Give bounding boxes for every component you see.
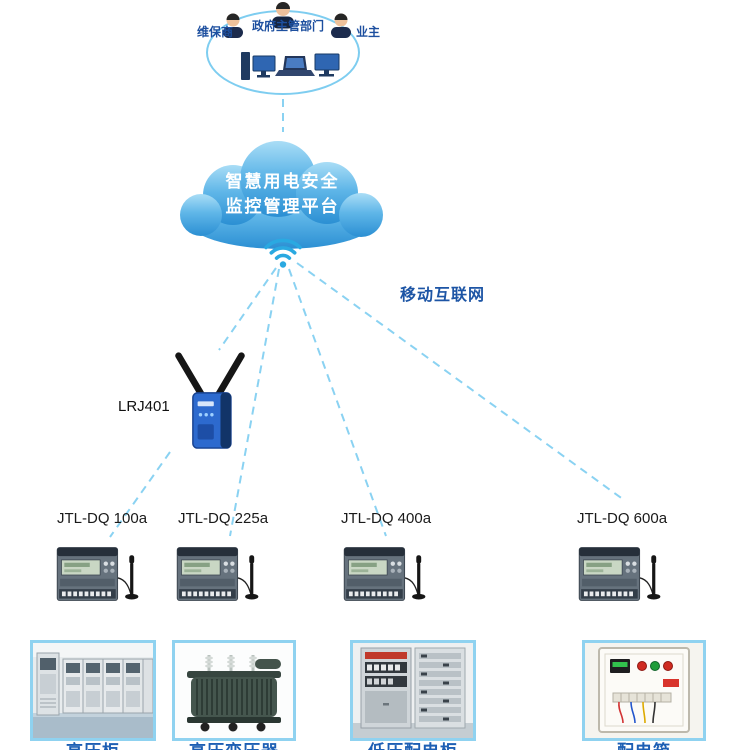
photo-lv-distribution-cabinet: [350, 640, 476, 741]
equipment-label-hv-transformer: 高压变压器: [168, 737, 300, 750]
hv-cabinet-illustration: [33, 643, 153, 738]
cloud-platform: 智慧用电安全 监控管理平台: [175, 133, 390, 253]
router-icon: [165, 350, 255, 450]
lv-distribution-cabinet-illustration: [353, 643, 473, 738]
cloud-shape: [180, 141, 383, 249]
meter-label-400a: JTL-DQ 400a: [341, 510, 432, 527]
hv-transformer-illustration: [175, 643, 293, 738]
link-cloud-router: [218, 267, 277, 351]
stakeholder-label-owner: 业主: [355, 25, 380, 39]
wifi-icon: [264, 238, 302, 268]
stakeholder-label-maintenance: 维保商: [196, 25, 233, 39]
meter-label-600a: JTL-DQ 600a: [577, 510, 668, 527]
stakeholder-icons: [223, 2, 351, 80]
link-cloud-meter2: [229, 268, 280, 537]
laptop-icon: [275, 56, 315, 76]
equipment-label-hv-cabinet: 高压柜: [30, 737, 156, 750]
meter-label-100a: JTL-DQ 100a: [57, 510, 148, 527]
link-cloud-meter4: [296, 262, 625, 501]
stakeholder-label-government: 政府主管部门: [251, 19, 324, 33]
distribution-box-illustration: [585, 643, 703, 738]
photo-hv-cabinet: [30, 640, 156, 741]
meter-icon-400a: [342, 542, 437, 608]
meter-label-225a: JTL-DQ 225a: [178, 510, 269, 527]
person-government-icon: [272, 2, 294, 29]
link-cloud-meter3: [288, 268, 387, 537]
router-label: LRJ401: [118, 398, 170, 415]
cloud-title-line1: 智慧用电安全: [225, 172, 340, 191]
photo-hv-transformer: [172, 640, 296, 741]
network-label: 移动互联网: [400, 287, 486, 304]
monitor-icon: [314, 53, 340, 77]
person-owner-icon: [331, 13, 351, 38]
person-maintenance-icon: [223, 13, 243, 38]
cloud-title-line2: 监控管理平台: [225, 197, 340, 216]
meter-icon-100a: [55, 542, 150, 608]
link-router-meter1: [109, 451, 171, 538]
equipment-label-lv-distribution-cabinet: 低压配电柜: [347, 737, 479, 750]
meter-icon-225a: [175, 542, 270, 608]
equipment-label-distribution-box: 配电箱: [578, 737, 710, 750]
desktop-computer-icon: [241, 52, 276, 80]
meter-icon-600a: [577, 542, 672, 608]
photo-distribution-box: [582, 640, 706, 741]
